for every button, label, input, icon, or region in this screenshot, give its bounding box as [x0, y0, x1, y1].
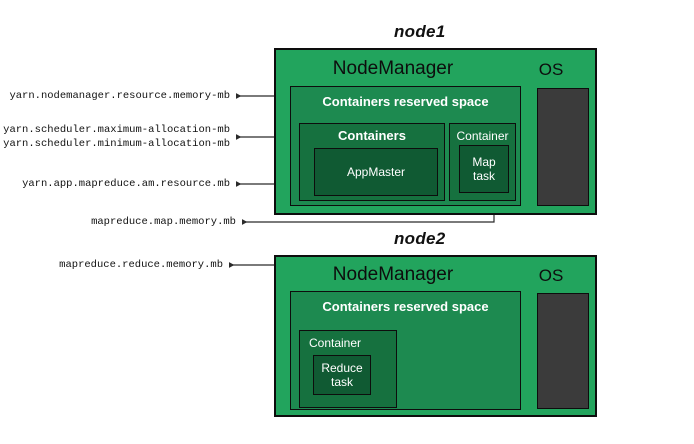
annotation-scheduler-minimum-allocation-mb: yarn.scheduler.minimum-allocation-mb	[3, 138, 230, 150]
annotation-app-mapreduce-am-resource-mb: yarn.app.mapreduce.am.resource.mb	[22, 178, 230, 190]
node2-os-block	[537, 293, 589, 409]
annotation-scheduler-maximum-allocation-mb: yarn.scheduler.maximum-allocation-mb	[3, 124, 230, 136]
node1-nodemanager-label: NodeManager	[332, 58, 454, 79]
node2-box: NodeManager OS Containers reserved space…	[274, 255, 597, 417]
node1-appmaster-box: AppMaster	[314, 148, 438, 196]
node1-map-task-box: Map task	[459, 145, 509, 193]
node1-title: node1	[394, 22, 446, 41]
node1-appmaster-label: AppMaster	[346, 165, 406, 179]
node1-os-label: OS	[538, 60, 564, 79]
annotation-mapreduce-map-memory-mb: mapreduce.map.memory.mb	[91, 216, 236, 228]
node1-box: NodeManager OS Containers reserved space…	[274, 48, 597, 215]
node1-map-container-box: Container Map task	[449, 123, 516, 201]
node2-os-label: OS	[538, 266, 564, 285]
annotation-mapreduce-reduce-memory-mb: mapreduce.reduce.memory.mb	[59, 259, 223, 271]
node1-containers-label: Containers	[338, 128, 406, 143]
node1-map-container-label: Container	[456, 129, 509, 143]
node2-nodemanager-label: NodeManager	[332, 264, 454, 285]
node2-reduce-task-box: Reduce task	[313, 355, 371, 395]
node2-title: node2	[394, 229, 446, 248]
node2-reduce-task-label: Reduce task	[321, 361, 363, 389]
node1-containers-box: Containers AppMaster	[299, 123, 445, 201]
annotation-nodemanager-resource-memory-mb: yarn.nodemanager.resource.memory-mb	[9, 90, 230, 102]
node1-reserved-label: Containers reserved space	[322, 94, 489, 109]
node2-reserved-label: Containers reserved space	[322, 299, 489, 314]
node2-reduce-container-label: Container	[308, 336, 362, 350]
node1-map-task-label: Map task	[472, 155, 496, 183]
node2-containers-reserved-space: Containers reserved space Container Redu…	[290, 291, 521, 410]
node2-reduce-container-box: Container Reduce task	[299, 330, 397, 408]
node1-os-block	[537, 88, 589, 206]
node1-containers-reserved-space: Containers reserved space Containers App…	[290, 86, 521, 206]
